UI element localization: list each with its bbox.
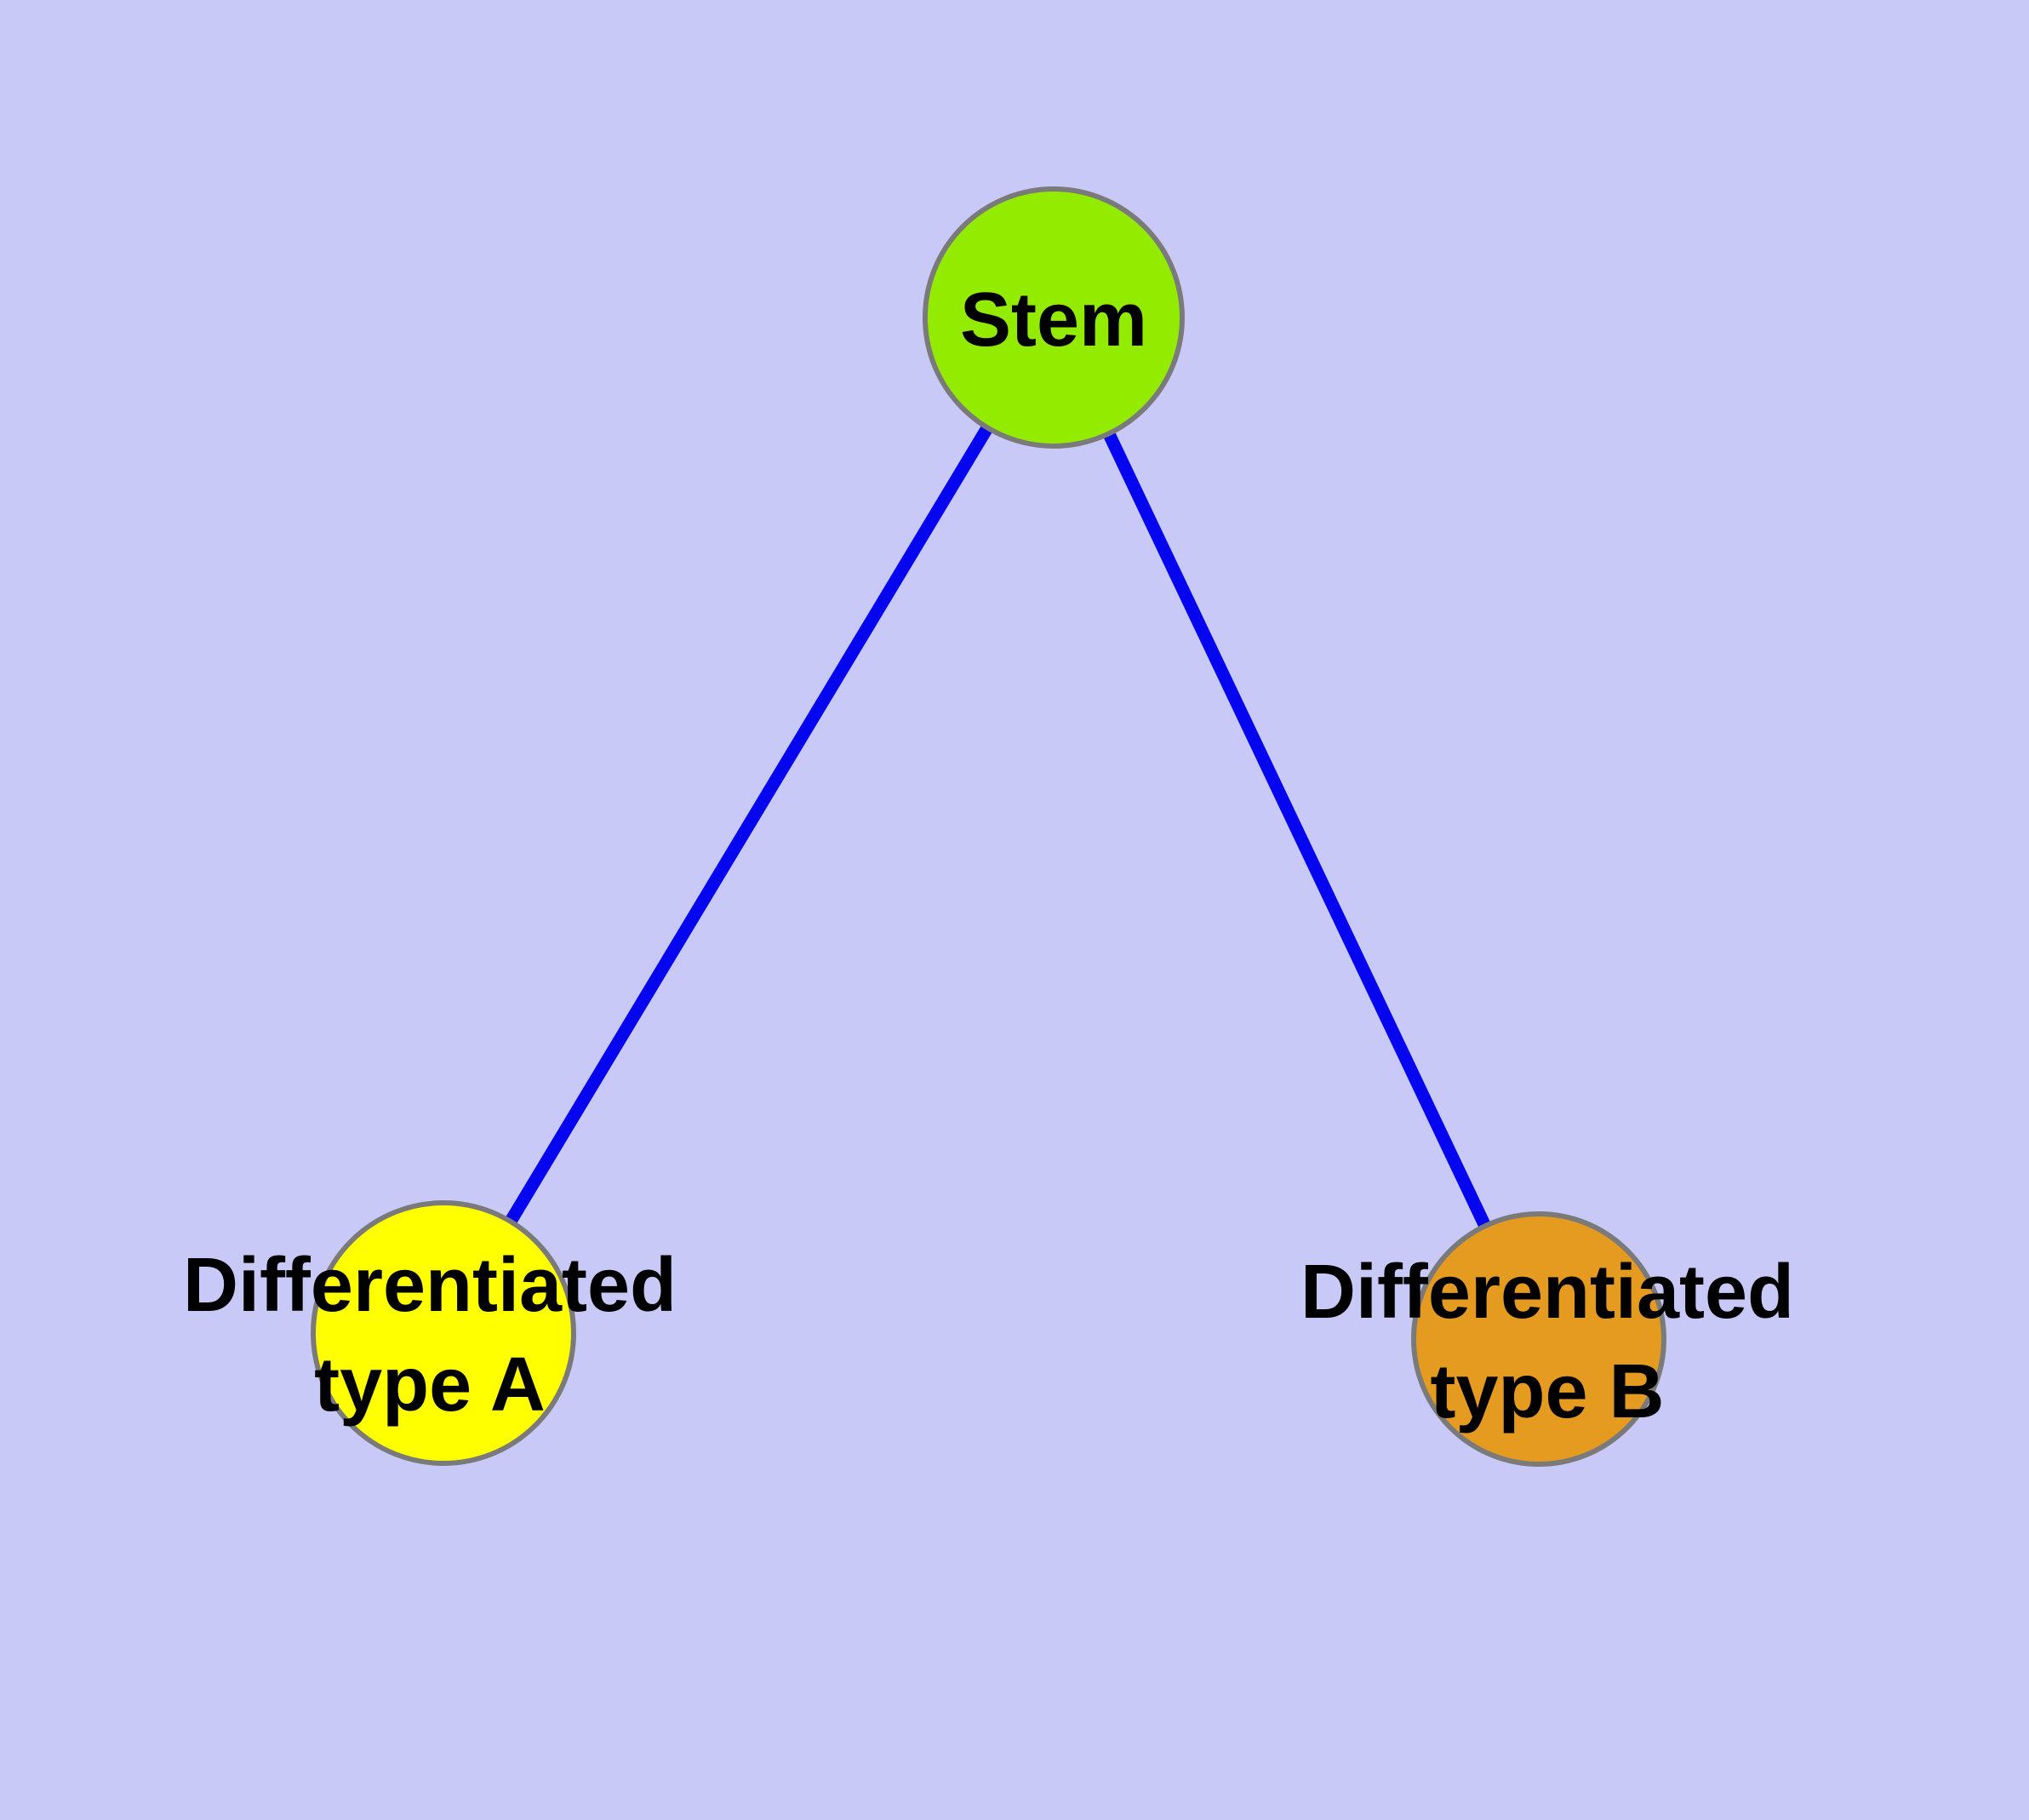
node-type-a-label-line2: type A xyxy=(314,1342,546,1428)
edge-stem-to-type-a xyxy=(437,314,1060,1336)
edge-stem-to-type-b xyxy=(1048,314,1545,1342)
node-type-a-label-line1: Differentiated xyxy=(183,1243,677,1328)
node-differentiated-type-a xyxy=(311,1200,576,1466)
node-stem-label: Stem xyxy=(960,278,1147,363)
node-stem xyxy=(923,186,1185,449)
node-type-b-label-line2: type B xyxy=(1430,1349,1664,1434)
node-differentiated-type-b xyxy=(1411,1211,1666,1467)
node-type-b-label-line1: Differentiated xyxy=(1300,1250,1794,1335)
